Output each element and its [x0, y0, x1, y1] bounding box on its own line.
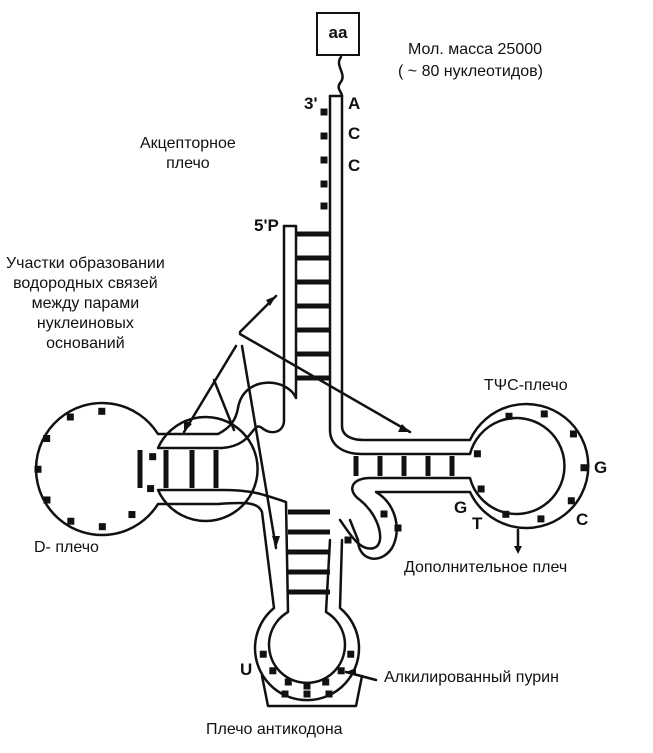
unpaired-base-28	[303, 682, 311, 690]
unpaired-base-13	[128, 511, 136, 519]
anticodon-arm-label: Плечо антикодона	[206, 721, 343, 738]
unpaired-base-35	[380, 510, 388, 518]
unpaired-base-8	[43, 434, 51, 442]
unpaired-base-24	[473, 450, 481, 458]
cca-c1-label: C	[348, 124, 361, 143]
loop-letter-g2: G	[454, 498, 468, 517]
unpaired-base-1	[320, 108, 328, 116]
base-pair-rungs	[140, 234, 452, 592]
unpaired-base-36	[394, 524, 402, 532]
cca-c2-label: C	[348, 156, 361, 175]
unpaired-base-11	[67, 517, 75, 525]
unpaired-base-10	[43, 496, 51, 504]
end-5prime-label: 5'P	[254, 216, 279, 235]
nucleotide-count-label: ( ~ 80 нуклеотидов)	[398, 63, 543, 80]
unpaired-base-19	[580, 464, 588, 472]
unpaired-base-7	[66, 413, 74, 421]
unpaired-base-2	[320, 132, 328, 140]
unpaired-base-12	[98, 523, 106, 531]
arrow-5	[214, 380, 234, 430]
unpaired-base-22	[502, 510, 510, 518]
strand-3prime-inner	[330, 96, 564, 549]
unpaired-base-15	[149, 453, 157, 461]
unpaired-base-17	[540, 410, 548, 418]
loop-letter-u: U	[240, 660, 253, 679]
arrow-2	[240, 334, 410, 432]
alkylated-purine-label: Алкилированный пурин	[384, 669, 559, 686]
unpaired-base-37	[344, 536, 352, 544]
unpaired-base-5	[320, 202, 328, 210]
unpaired-base-30	[337, 667, 345, 675]
unpaired-base-14	[147, 485, 155, 493]
unpaired-base-26	[269, 667, 277, 675]
unpaired-base-34	[325, 690, 333, 698]
unpaired-base-21	[537, 515, 545, 523]
unpaired-base-23	[477, 485, 485, 493]
t-arm-label: TΨC-плечо	[484, 377, 568, 394]
unpaired-base-33	[303, 690, 311, 698]
aa-tether	[339, 57, 343, 96]
loop-letter-g1: G	[594, 458, 608, 477]
loop-letter-c: C	[576, 510, 589, 529]
extra-arm-label: Дополнительное плеч	[404, 559, 568, 576]
molecular-mass-label: Мол. масса 25000	[408, 41, 543, 58]
cca-a-label: A	[348, 94, 361, 113]
acceptor-arm-label: Акцепторное плечо	[140, 135, 236, 172]
end-3prime-label: 3'	[304, 94, 318, 113]
d-arm-label: D- плечо	[34, 539, 99, 556]
strand-3prime	[330, 96, 588, 559]
unpaired-base-ticks	[34, 108, 588, 698]
strand-5prime-inner	[158, 226, 345, 683]
amino-acid-box: aa	[316, 12, 360, 56]
unpaired-base-18	[569, 430, 577, 438]
unpaired-base-32	[281, 690, 289, 698]
unpaired-base-20	[567, 497, 575, 505]
loop-letter-t: T	[472, 514, 483, 533]
unpaired-base-4	[320, 180, 328, 188]
unpaired-base-6	[98, 407, 106, 415]
strand-5prime	[36, 226, 359, 700]
anticodon-outline	[262, 676, 362, 706]
unpaired-base-27	[284, 678, 292, 686]
unpaired-base-3	[320, 156, 328, 164]
unpaired-base-9	[34, 465, 42, 473]
unpaired-base-25	[259, 650, 267, 658]
unpaired-base-16	[505, 412, 513, 420]
hydrogen-bond-sites-label: Участки образовании водородных связей ме…	[6, 255, 165, 352]
arrow-4	[242, 346, 276, 548]
unpaired-base-31	[347, 650, 355, 658]
arrow-3	[184, 346, 236, 432]
unpaired-base-29	[322, 678, 330, 686]
